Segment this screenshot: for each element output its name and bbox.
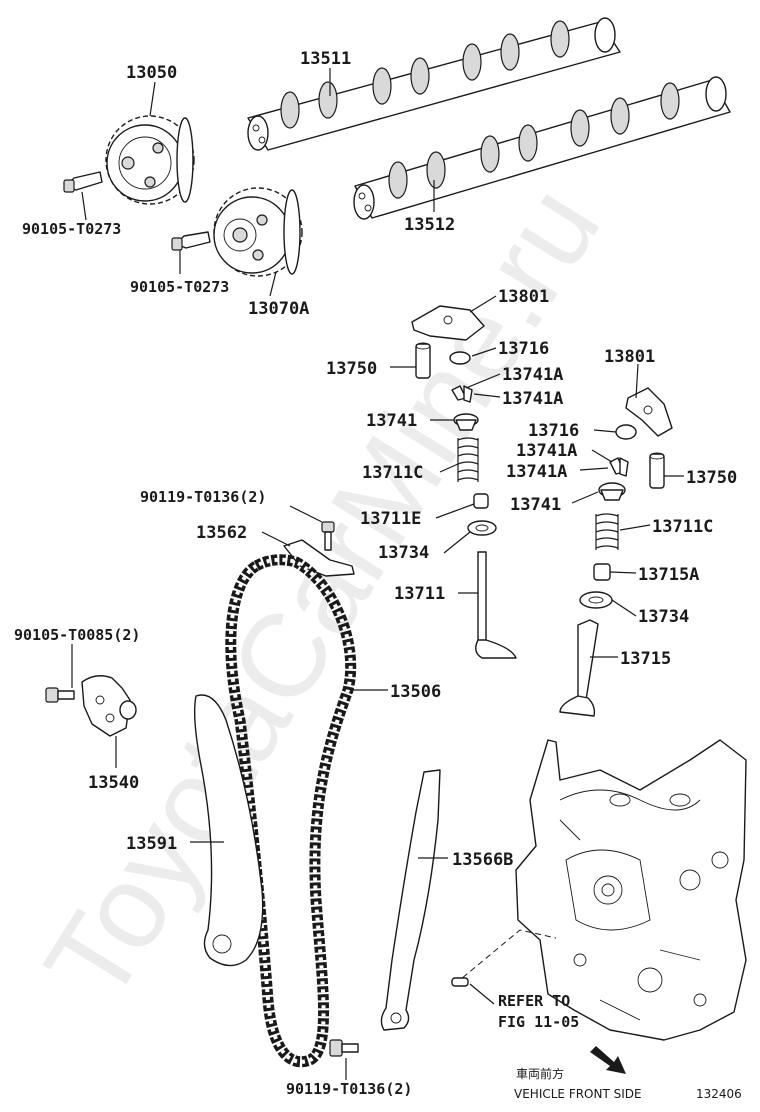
label-13741-b: 13741 [510,495,561,515]
label-13711C-b: 13711C [652,517,713,537]
label-13562: 13562 [196,523,247,543]
front-side-jp: 車両前方 [516,1066,564,1081]
spring-seat-13734-a [467,520,497,536]
spring-retainer-13741-b [598,482,626,501]
label-13715A: 13715A [638,565,699,585]
valve-keeper-13741A-c [609,457,629,477]
label-13591: 13591 [126,834,177,854]
label-13711: 13711 [394,584,445,604]
shim-13716-b [615,424,637,440]
label-13750-a: 13750 [326,359,377,379]
lash-adjuster-13750-b [649,452,665,489]
label-90105-T0273-a: 90105-T0273 [22,220,121,238]
refer-note-line-1: REFER TO [498,992,570,1010]
valve-keeper-13741A-a [451,385,473,403]
rocker-arm-13801-a [411,305,485,341]
label-13512: 13512 [404,215,455,235]
label-13511: 13511 [300,49,351,69]
label-13750-b: 13750 [686,468,737,488]
front-direction-arrow-icon [590,1046,626,1074]
bolt-90119-T0136-b [329,1039,359,1057]
chain-guide-13566B [380,769,441,1031]
label-13566B: 13566B [452,850,513,870]
dowel-pin [451,977,469,987]
label-13741A-b: 13741A [502,389,563,409]
label-13741-a: 13741 [366,411,417,431]
label-13734-a: 13734 [378,543,429,563]
engine-block [515,739,747,1041]
label-13741A-a: 13741A [502,365,563,385]
cam-timing-gear-13070A [213,187,303,277]
lash-adjuster-13750-a [415,342,431,379]
label-13741A-c: 13741A [516,441,577,461]
label-13050: 13050 [126,63,177,83]
shim-13716-a [449,351,471,365]
refer-note-line-2: FIG 11-05 [498,1013,579,1031]
label-90119-T0136-a: 90119-T0136(2) [140,488,266,506]
valve-spring-13711C-a [457,437,479,482]
chain-tensioner-13540 [81,675,137,737]
rocker-arm-13801-b [625,387,673,437]
label-13716-b: 13716 [528,421,579,441]
label-90105-T0085: 90105-T0085(2) [14,626,140,644]
valve-seal-13711E [473,493,489,509]
label-90105-T0273-b: 90105-T0273 [130,278,229,296]
label-13070A: 13070A [248,299,309,319]
intake-valve-13715 [559,619,599,717]
label-13716-a: 13716 [498,339,549,359]
leader-lines [71,68,684,1080]
front-side-label: VEHICLE FRONT SIDE [514,1087,642,1101]
label-13801-b: 13801 [604,347,655,367]
label-13711C-a: 13711C [362,463,423,483]
label-90119-T0136-b: 90119-T0136(2) [286,1080,412,1098]
label-13715: 13715 [620,649,671,669]
valve-seal-13715A [593,563,611,581]
label-13741A-d: 13741A [506,462,567,482]
bolt-90105-T0273-b [171,231,211,251]
timing-chain-13506 [225,554,357,1068]
camshaft-13512 [353,76,731,220]
cam-timing-gear-13050 [105,115,195,205]
camshaft-13511 [247,17,621,151]
label-13734-b: 13734 [638,607,689,627]
label-13506: 13506 [390,682,441,702]
valve-spring-13711C-b [595,513,619,550]
exhaust-valve-13711 [475,551,517,659]
chain-tensioner-arm-13591 [193,694,264,967]
label-13540: 13540 [88,773,139,793]
spring-retainer-13741-a [453,413,479,431]
spring-seat-13734-b [579,591,613,609]
bolt-90105-T0085 [45,687,75,703]
figure-number: 132406 [696,1087,742,1101]
bolt-90105-T0273-a [63,171,103,193]
label-13801-a: 13801 [498,287,549,307]
label-13711E: 13711E [360,509,421,529]
bolt-90119-T0136-a [321,521,335,551]
